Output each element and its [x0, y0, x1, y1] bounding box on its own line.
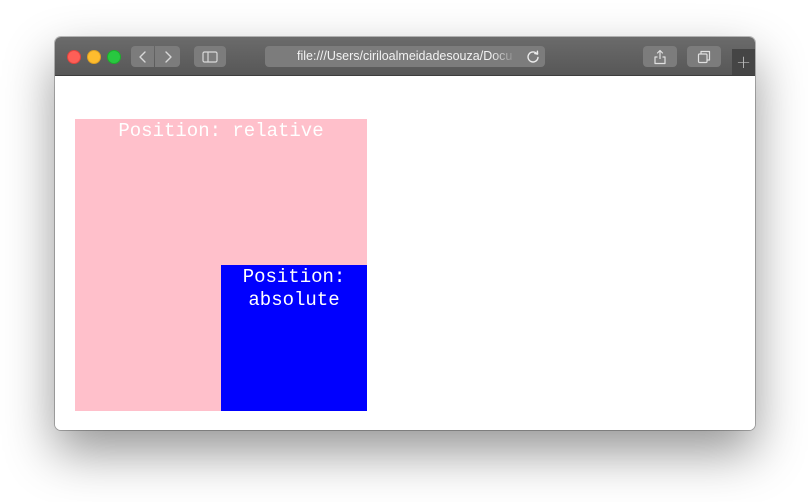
maximize-window-button[interactable] [107, 50, 121, 64]
title-bar: file:///Users/ciriloalmeidadesouza/Docu … [55, 37, 755, 76]
absolute-box-label: Position: absolute [242, 266, 346, 311]
share-icon [654, 49, 666, 64]
forward-button[interactable] [155, 46, 180, 67]
sidebar-toggle-button[interactable] [194, 46, 226, 67]
tab-overview-button[interactable] [687, 46, 721, 67]
share-button[interactable] [643, 46, 677, 67]
address-url: file:///Users/ciriloalmeidadesouza/Docu [297, 49, 513, 63]
relative-position-box: Position: relative Position: absolute [75, 119, 367, 411]
plus-icon: + [735, 51, 752, 73]
sidebar-icon [202, 50, 218, 63]
forward-chevron-icon [164, 50, 172, 63]
relative-box-label: Position: relative [118, 120, 324, 142]
reload-icon[interactable] [525, 49, 541, 65]
back-chevron-icon [138, 50, 146, 63]
new-tab-button[interactable]: + [732, 49, 755, 75]
back-button[interactable] [131, 46, 154, 67]
browser-window: file:///Users/ciriloalmeidadesouza/Docu … [55, 37, 755, 430]
tabs-overview-icon [697, 50, 711, 63]
close-window-button[interactable] [67, 50, 81, 64]
address-bar[interactable]: file:///Users/ciriloalmeidadesouza/Docu [265, 46, 545, 67]
absolute-position-box: Position: absolute [221, 265, 367, 411]
page-viewport: Position: relative Position: absolute [55, 76, 755, 430]
minimize-window-button[interactable] [87, 50, 101, 64]
